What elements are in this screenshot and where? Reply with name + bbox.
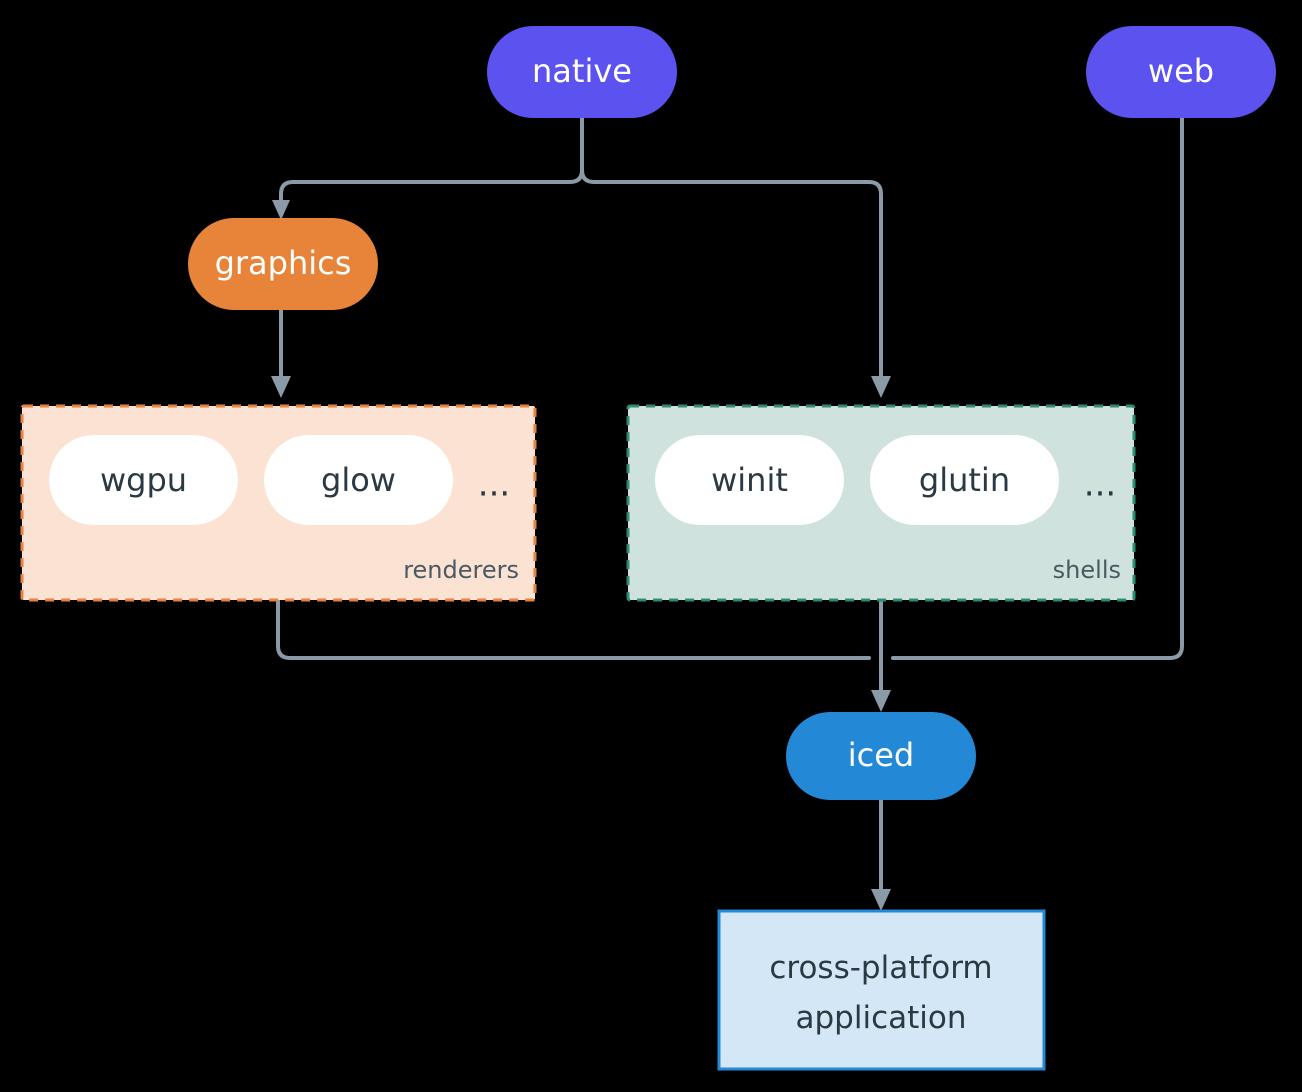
node-web-label: web [1148,52,1214,90]
edge-renderers-to-iced [276,598,871,660]
node-application-label-line1: cross-platform [769,950,992,986]
node-graphics[interactable]: graphics [188,218,378,310]
arrowhead-graphics-to-renderers [271,376,291,398]
group-shells: winit glutin ... shells [626,404,1136,602]
group-shells-caption: shells [1053,556,1121,584]
node-graphics-label: graphics [215,244,352,282]
node-iced-shape[interactable] [786,712,976,800]
node-native[interactable]: native [487,26,677,118]
node-application-shape[interactable] [717,909,1046,1071]
node-native-shape[interactable] [487,26,677,118]
pill-wgpu-label: wgpu [100,461,187,499]
node-graphics-shape[interactable] [188,218,378,310]
pill-winit[interactable] [655,435,844,525]
pill-glow-label: glow [321,461,396,499]
edge-native-to-graphics [279,168,584,210]
arrowhead-iced-to-application [871,889,891,911]
arrowhead-merge-to-iced [871,690,891,712]
pill-glow[interactable] [264,435,453,525]
node-iced[interactable]: iced [786,712,976,800]
shells-ellipsis: ... [1084,465,1116,505]
edge-layer [271,116,1184,911]
renderers-ellipsis: ... [478,465,510,505]
pill-glutin[interactable] [870,435,1059,525]
node-iced-label: iced [848,736,914,774]
node-application-label-line2: application [796,1000,967,1036]
pill-wgpu[interactable] [49,435,238,525]
edge-web-to-iced [891,116,1184,660]
arrowhead-native-to-graphics [272,200,290,220]
node-application[interactable]: cross-platform application [717,909,1046,1071]
node-web[interactable]: web [1086,26,1276,118]
pill-winit-label: winit [711,461,788,499]
group-renderers-caption: renderers [403,556,519,584]
pill-glutin-label: glutin [919,461,1010,499]
edge-native-to-shells [580,168,883,386]
arrowhead-native-to-shells [871,376,891,398]
node-web-shape[interactable] [1086,26,1276,118]
node-native-label: native [532,52,632,90]
group-renderers: wgpu glow ... renderers [20,404,537,602]
